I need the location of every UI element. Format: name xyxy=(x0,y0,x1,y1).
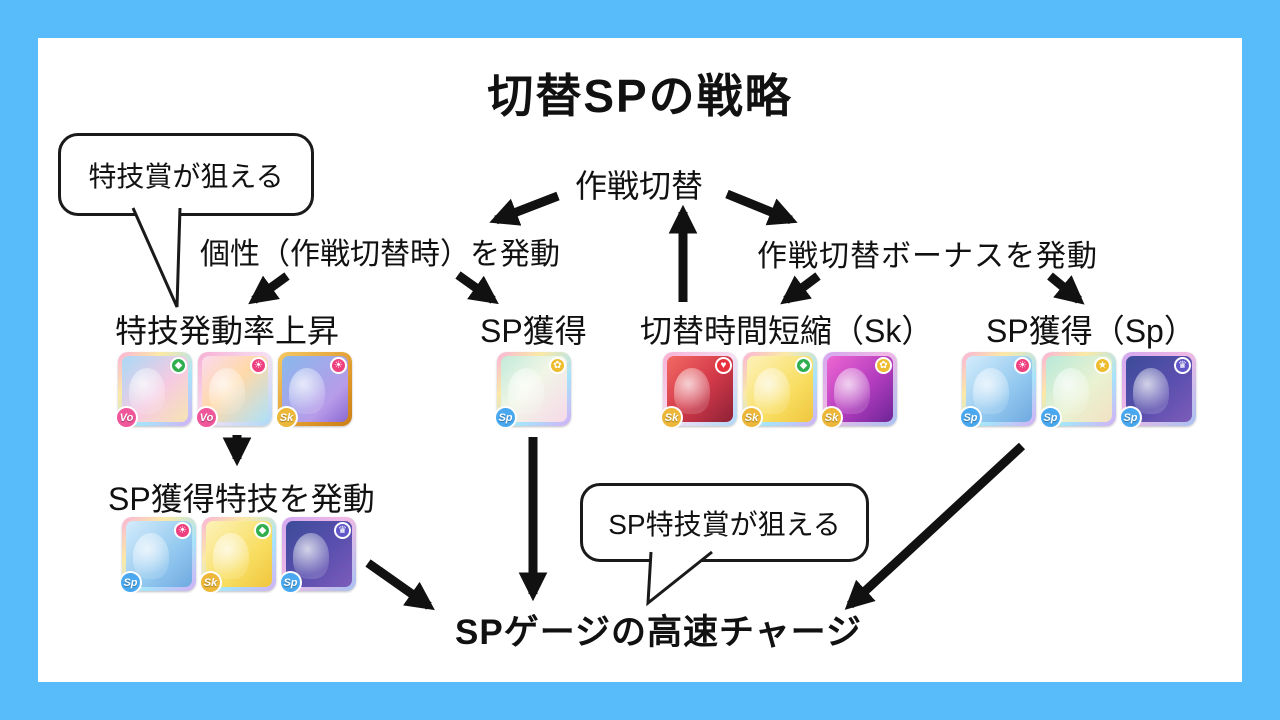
arrow-branch-to-skill-rate xyxy=(248,272,290,305)
card-group-sp-skill: ☀ Sp ◆ Sk ♛ Sp xyxy=(119,517,356,594)
role-badge-sk: Sk xyxy=(820,406,843,429)
arrow-sp-skill-to-goal xyxy=(365,559,435,611)
idol-card: ✿ Sp xyxy=(494,352,571,429)
node-right-branch: 作戦切替ボーナスを発動 xyxy=(757,240,1098,273)
attribute-natural-icon: ◆ xyxy=(170,357,187,374)
attribute-smile-icon: ☀ xyxy=(1014,357,1031,374)
arrow-bonus-to-sp xyxy=(1047,272,1085,305)
role-badge-sp: Sp xyxy=(959,406,982,429)
arrow-switch-to-left-branch xyxy=(489,191,560,226)
node-skill-rate-up: 特技発動率上昇 xyxy=(115,313,340,349)
role-badge-sp: Sp xyxy=(1039,406,1062,429)
page-title: 切替SPの戦略 xyxy=(487,70,793,122)
idol-card: ☀ Sk xyxy=(275,352,352,429)
arrow-branch-to-sp-gain xyxy=(455,271,499,305)
card-art: ♥ xyxy=(667,356,733,422)
attribute-natural-icon: ◆ xyxy=(795,357,812,374)
role-badge-sp: Sp xyxy=(1119,406,1142,429)
role-badge-sp: Sp xyxy=(119,571,142,594)
attribute-smile-icon: ☀ xyxy=(330,357,347,374)
node-sp-skill-activate: SP獲得特技を発動 xyxy=(108,481,375,517)
card-group-sk: ♥ Sk ◆ Sk ✿ Sk xyxy=(660,352,897,429)
node-left-branch: 個性（作戦切替時）を発動 xyxy=(200,238,560,271)
card-group-skill-rate: ◆ Vo ☀ Vo ☀ Sk xyxy=(115,352,352,429)
card-art: ☀ xyxy=(126,521,192,587)
role-badge-sk: Sk xyxy=(740,406,763,429)
attribute-smile-icon: ☀ xyxy=(174,522,191,539)
attribute-elegant-icon: ♛ xyxy=(1174,357,1191,374)
role-badge-sk: Sk xyxy=(199,571,222,594)
arrow-sp-group-to-goal xyxy=(844,442,1026,610)
diagram-canvas: 切替SPの戦略 特技賞が狙える SP特技賞が狙える 作戦切替 個性（作戦切替時）… xyxy=(38,38,1242,682)
node-sp-gain-sp: SP獲得（Sp） xyxy=(986,313,1196,349)
idol-card: ★ Sp xyxy=(1039,352,1116,429)
idol-card: ◆ Sk xyxy=(740,352,817,429)
node-sp-gain: SP獲得 xyxy=(480,313,587,349)
card-group-sp: ☀ Sp ★ Sp ♛ Sp xyxy=(959,352,1196,429)
role-badge-vo: Vo xyxy=(195,406,218,429)
role-badge-sp: Sp xyxy=(494,406,517,429)
role-badge-sk: Sk xyxy=(275,406,298,429)
attribute-active-icon: ✿ xyxy=(549,357,566,374)
role-badge-vo: Vo xyxy=(115,406,138,429)
idol-card: ☀ Sp xyxy=(119,517,196,594)
card-group-sp-gain: ✿ Sp xyxy=(494,352,571,429)
node-goal: SPゲージの高速チャージ xyxy=(455,613,862,652)
attribute-smile-icon: ☀ xyxy=(250,357,267,374)
speech-bubble-sp-skill-prize-label: SP特技賞が狙える xyxy=(608,508,841,540)
arrow-bonus-to-sk xyxy=(780,272,821,305)
arrow-switch-to-right-branch xyxy=(725,189,798,226)
node-strategy-switch: 作戦切替 xyxy=(575,168,704,204)
role-badge-sp: Sp xyxy=(279,571,302,594)
idol-card: ☀ Vo xyxy=(195,352,272,429)
attribute-heart-icon: ♥ xyxy=(715,357,732,374)
speech-bubble-skill-prize-label: 特技賞が狙える xyxy=(88,160,284,192)
attribute-elegant-icon: ♛ xyxy=(334,522,351,539)
idol-card: ♥ Sk xyxy=(660,352,737,429)
card-art: ★ xyxy=(1046,356,1112,422)
idol-card: ♛ Sp xyxy=(279,517,356,594)
attribute-natural-icon: ◆ xyxy=(254,522,271,539)
idol-card: ☀ Sp xyxy=(959,352,1036,429)
idol-card: ◆ Vo xyxy=(115,352,192,429)
bubble-tail-skill-prize xyxy=(131,207,182,308)
idol-card: ♛ Sp xyxy=(1119,352,1196,429)
speech-bubble-sp-skill-prize: SP特技賞が狙える xyxy=(580,483,869,562)
attribute-star-icon: ★ xyxy=(1094,357,1111,374)
attribute-active-icon: ✿ xyxy=(875,357,892,374)
role-badge-sk: Sk xyxy=(660,406,683,429)
speech-bubble-skill-prize: 特技賞が狙える xyxy=(58,133,314,216)
card-art: ☀ xyxy=(282,356,348,422)
idol-card: ✿ Sk xyxy=(820,352,897,429)
idol-card: ◆ Sk xyxy=(199,517,276,594)
node-switch-time-short: 切替時間短縮（Sk） xyxy=(640,313,934,349)
